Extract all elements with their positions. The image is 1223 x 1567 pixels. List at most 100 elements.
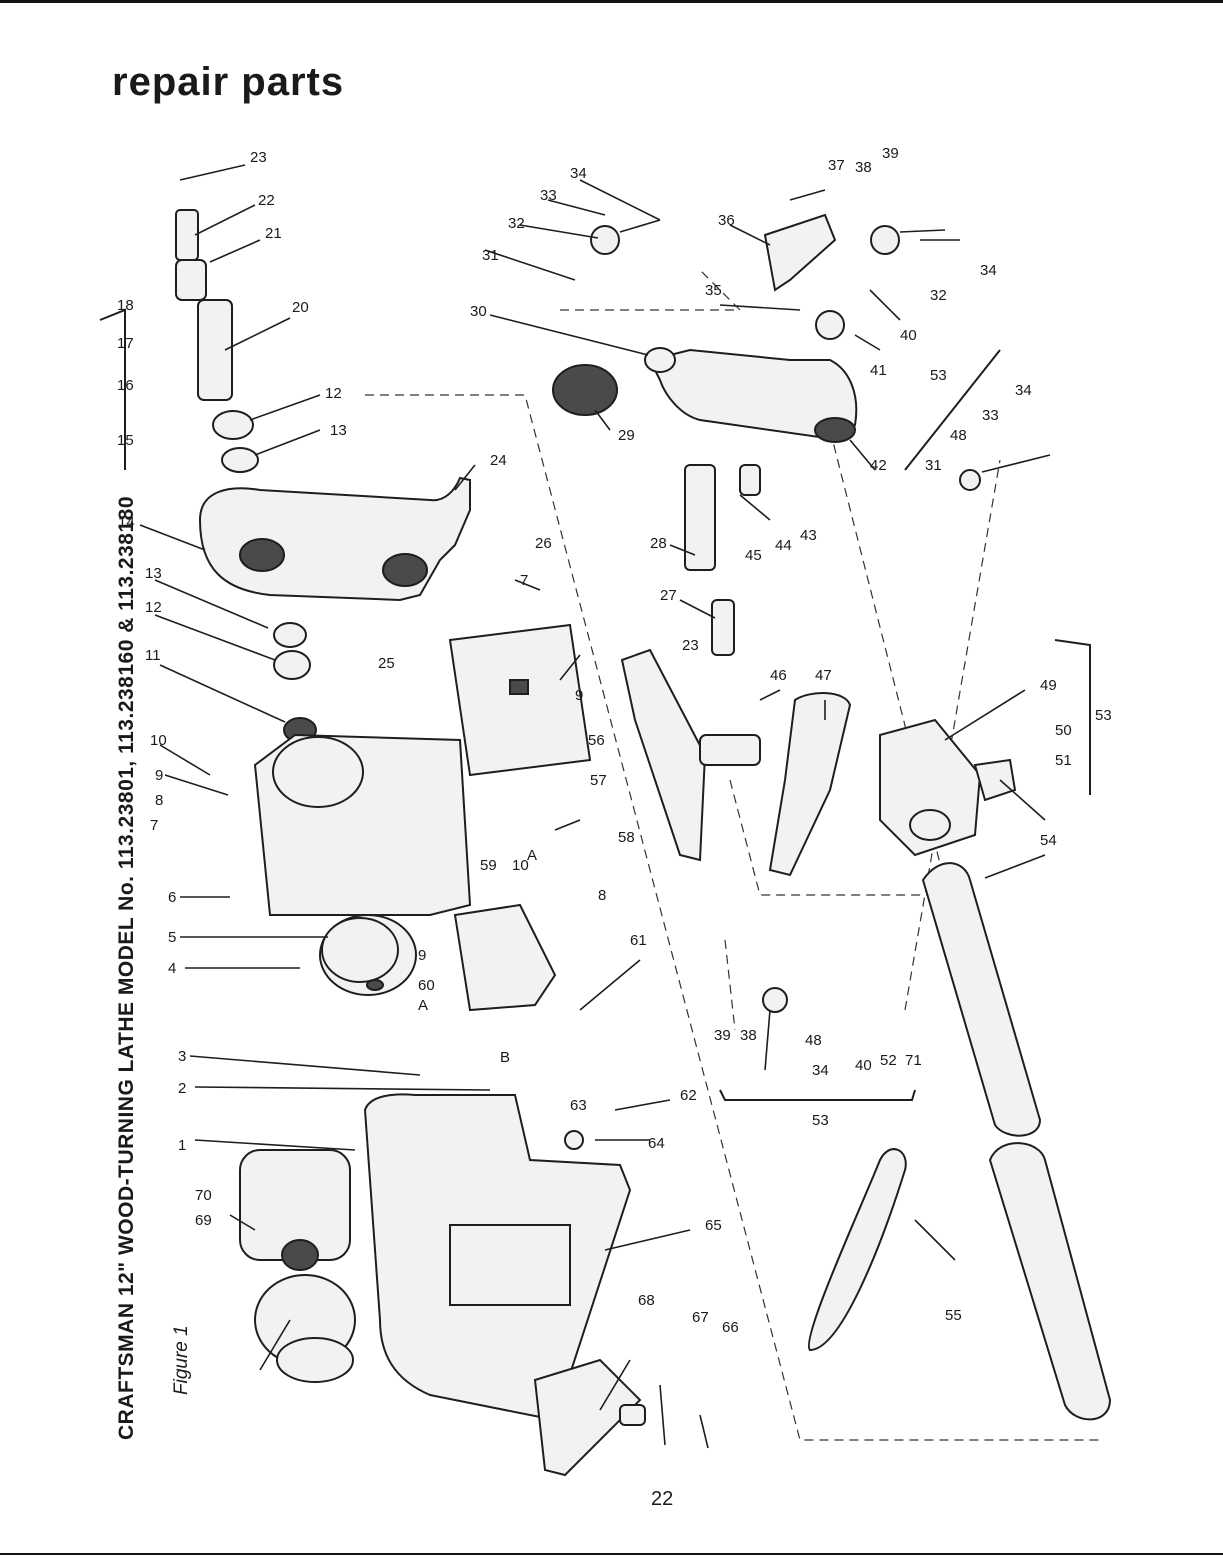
- callout-64: 64: [648, 1135, 665, 1152]
- callout-63: 63: [570, 1097, 587, 1114]
- callout-9c: 9: [418, 947, 426, 964]
- callout-10: 10: [150, 732, 167, 749]
- callout-41: 41: [870, 362, 887, 379]
- callout-23: 23: [250, 149, 267, 166]
- callout-38: 38: [855, 159, 872, 176]
- callout-31b: 31: [925, 457, 942, 474]
- callout-34b: 34: [980, 262, 997, 279]
- tool-rest-bracket: [879, 718, 1017, 857]
- top-rule: [0, 0, 1223, 3]
- callout-52: 52: [880, 1052, 897, 1069]
- callout-49: 49: [1040, 677, 1057, 694]
- callout-35: 35: [705, 282, 722, 299]
- lock-handles: [590, 219, 1051, 1071]
- callout-60: 60: [418, 977, 435, 994]
- callout-37: 37: [828, 157, 845, 174]
- callout-labels: 1 2 3 4 5 6 7 7 8 8 9 9 9 10 10 11 12 12…: [117, 145, 1112, 1336]
- callout-39b: 39: [714, 1027, 731, 1044]
- callout-9b: 9: [575, 687, 583, 704]
- tailstock-clamp: [763, 213, 845, 340]
- callout-46: 46: [770, 667, 787, 684]
- callout-27: 27: [660, 587, 677, 604]
- callout-42: 42: [870, 457, 887, 474]
- callout-leaders: [139, 164, 1046, 1411]
- callout-66: 66: [722, 1319, 739, 1336]
- callout-54: 54: [1040, 832, 1057, 849]
- callout-47: 47: [815, 667, 832, 684]
- callout-44: 44: [775, 537, 792, 554]
- callout-69: 69: [195, 1212, 212, 1229]
- callout-26: 26: [535, 535, 552, 552]
- callout-28: 28: [650, 535, 667, 552]
- callout-40: 40: [900, 327, 917, 344]
- callout-32b: 32: [930, 287, 947, 304]
- callout-36: 36: [718, 212, 735, 229]
- callout-65: 65: [705, 1217, 722, 1234]
- callout-8: 8: [155, 792, 163, 809]
- callout-61: 61: [630, 932, 647, 949]
- callout-55: 55: [945, 1307, 962, 1324]
- switch-box: [453, 903, 557, 1012]
- callout-a: A: [418, 997, 428, 1014]
- page-number: 22: [651, 1488, 674, 1510]
- callout-70: 70: [195, 1187, 212, 1204]
- callout-1: 1: [178, 1137, 186, 1154]
- callout-24: 24: [490, 452, 507, 469]
- callout-21: 21: [265, 225, 282, 242]
- callout-4: 4: [168, 960, 176, 977]
- callout-23b: 23: [682, 637, 699, 654]
- callout-48b: 48: [805, 1032, 822, 1049]
- bolts: [659, 1384, 709, 1449]
- callout-7b: 7: [520, 572, 528, 589]
- callout-53: 53: [930, 367, 947, 384]
- step-pulley: [319, 914, 417, 996]
- tool-rest: [620, 648, 852, 877]
- callout-34: 34: [570, 165, 587, 182]
- callout-33: 33: [540, 187, 557, 204]
- callout-15: 15: [117, 432, 134, 449]
- callout-14: 14: [118, 514, 135, 531]
- callout-68: 68: [638, 1292, 655, 1309]
- drive-belt: [807, 1148, 907, 1352]
- callout-29: 29: [618, 427, 635, 444]
- callout-11: 11: [145, 647, 161, 664]
- bottom-rule: [0, 1553, 1223, 1555]
- callout-53c: 53: [812, 1112, 829, 1129]
- callout-12b: 12: [325, 385, 342, 402]
- callout-67: 67: [692, 1309, 709, 1326]
- callout-32: 32: [508, 215, 525, 232]
- callout-31: 31: [482, 247, 499, 264]
- callout-3: 3: [178, 1048, 186, 1065]
- callout-39: 39: [882, 145, 899, 162]
- page-heading: repair parts: [112, 60, 345, 104]
- callout-16: 16: [117, 377, 134, 394]
- callout-71: 71: [905, 1052, 922, 1069]
- callout-50: 50: [1055, 722, 1072, 739]
- callout-2: 2: [178, 1080, 186, 1097]
- callout-48: 48: [950, 427, 967, 444]
- callout-18: 18: [117, 297, 134, 314]
- callout-22: 22: [258, 192, 275, 209]
- callout-51: 51: [1055, 752, 1072, 769]
- callout-43: 43: [800, 527, 817, 544]
- spindle-assembly: [175, 209, 317, 743]
- callout-56: 56: [588, 732, 605, 749]
- switch-plate: [448, 623, 592, 777]
- motor-and-pulley: [239, 1149, 356, 1383]
- callout-9: 9: [155, 767, 163, 784]
- bed-tubes: [921, 862, 1112, 1421]
- tool-rest-small: [533, 1358, 646, 1477]
- callout-a2: A: [527, 847, 537, 864]
- callout-53b: 53: [1095, 707, 1112, 724]
- callout-33b: 33: [982, 407, 999, 424]
- callout-58: 58: [618, 829, 635, 846]
- handwheel-and-quill: [552, 364, 761, 656]
- callout-57: 57: [590, 772, 607, 789]
- callout-59: 59: [480, 857, 497, 874]
- callout-45: 45: [745, 547, 762, 564]
- headstock-casting: [198, 476, 471, 602]
- callout-30: 30: [470, 303, 487, 320]
- callout-62: 62: [680, 1087, 697, 1104]
